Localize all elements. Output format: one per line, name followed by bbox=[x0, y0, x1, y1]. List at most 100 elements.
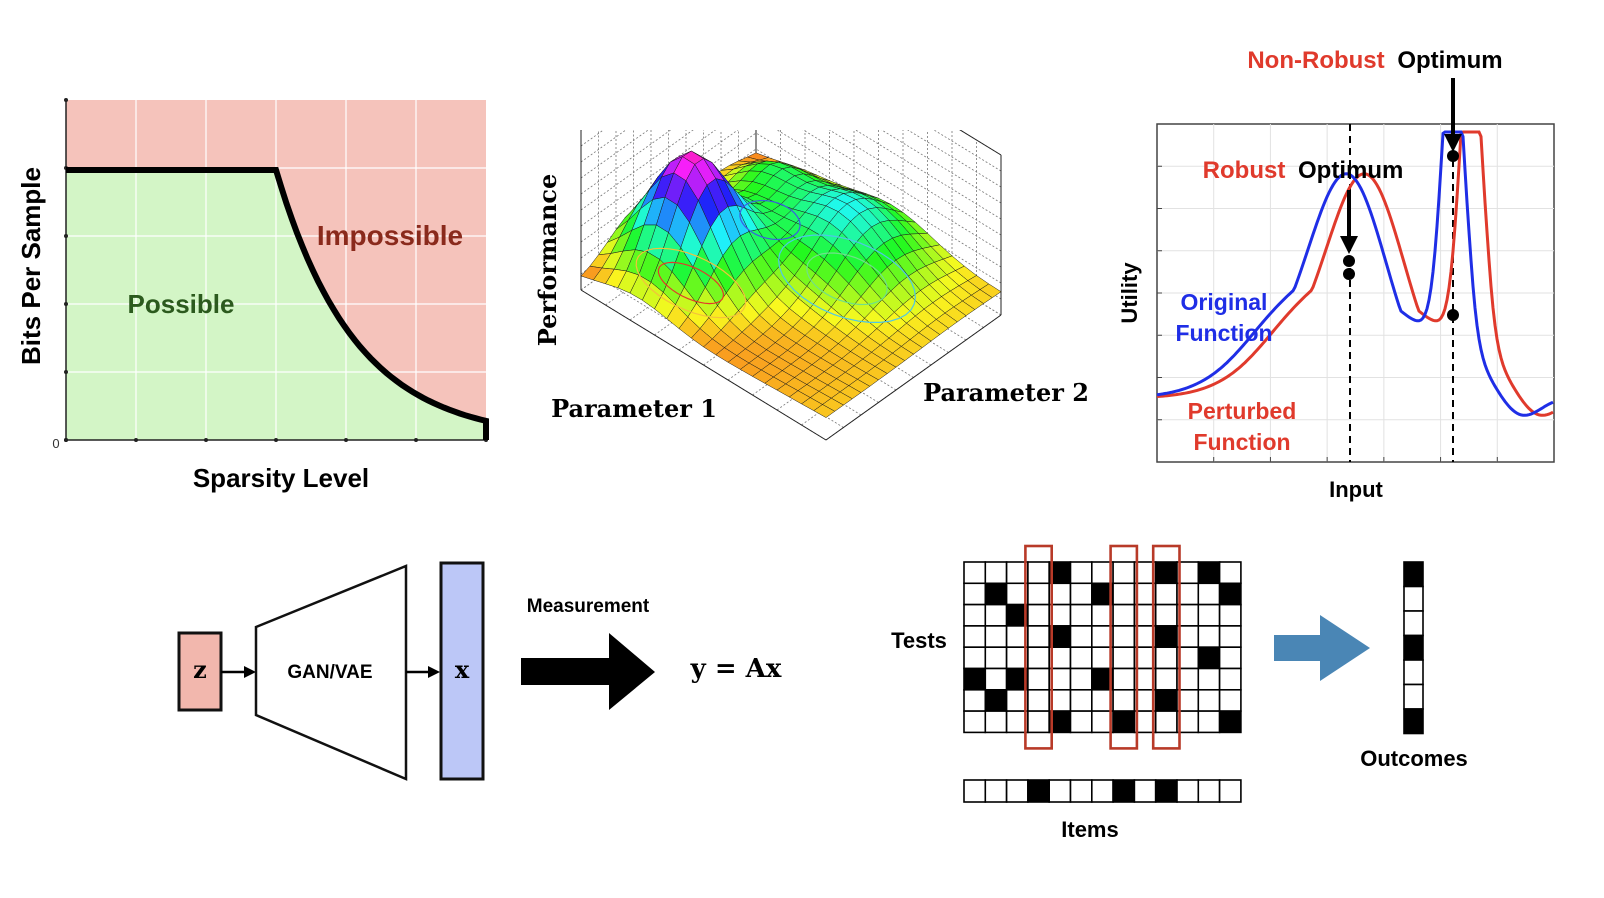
item-cell bbox=[1027, 779, 1051, 803]
test-matrix-cell bbox=[1112, 710, 1136, 734]
test-matrix-cell bbox=[984, 603, 1008, 627]
test-matrix-cell bbox=[1027, 625, 1051, 649]
x-tick bbox=[344, 438, 348, 442]
performance-label: Performance bbox=[533, 174, 562, 347]
outcome-cell bbox=[1403, 659, 1424, 686]
contour-line bbox=[739, 199, 801, 241]
test-matrix-cell bbox=[1112, 667, 1136, 691]
item-cell bbox=[984, 779, 1008, 803]
item-cell bbox=[1048, 779, 1072, 803]
item-cell bbox=[1176, 779, 1200, 803]
highlighted-column bbox=[1151, 544, 1181, 750]
test-matrix-cell bbox=[963, 625, 987, 649]
outcome-cell bbox=[1403, 683, 1424, 710]
x-box bbox=[439, 561, 485, 781]
nonrobust-word: Non-Robust bbox=[1247, 47, 1384, 74]
x-tick bbox=[204, 438, 208, 442]
test-matrix-cell bbox=[1218, 688, 1242, 712]
test-matrix-cell bbox=[1218, 582, 1242, 606]
tests-label: Tests bbox=[891, 628, 947, 653]
x-tick bbox=[274, 438, 278, 442]
test-matrix-cell bbox=[963, 582, 987, 606]
robust-peak-dot bbox=[1343, 255, 1355, 267]
test-matrix-cell bbox=[963, 561, 987, 585]
test-matrix-cell bbox=[984, 710, 1008, 734]
item-cell bbox=[963, 779, 987, 803]
test-matrix-cell bbox=[1069, 582, 1093, 606]
test-matrix-cell bbox=[1154, 667, 1178, 691]
test-matrix-cell bbox=[1154, 582, 1178, 606]
test-matrix-cell bbox=[984, 688, 1008, 712]
items-label: Items bbox=[1061, 817, 1118, 842]
bits-per-sample-label: Bits Per Sample bbox=[16, 167, 46, 365]
svg-text:Non-Robust Optimum: Non-Robust Optimum bbox=[1247, 47, 1502, 74]
test-matrix-cell bbox=[1027, 710, 1051, 734]
x-label: x bbox=[455, 655, 470, 684]
test-matrix-cell bbox=[984, 667, 1008, 691]
test-matrix-cell bbox=[984, 561, 1008, 585]
contour-line bbox=[777, 234, 917, 323]
parameter-1-label: Parameter 1 bbox=[551, 394, 717, 423]
measurement-arrow bbox=[521, 633, 655, 710]
items-vector bbox=[963, 779, 1242, 803]
item-cell bbox=[1069, 779, 1093, 803]
item-cell bbox=[1197, 779, 1221, 803]
test-matrix-cell bbox=[1027, 561, 1051, 585]
test-matrix-cell bbox=[1112, 688, 1136, 712]
test-matrix-cell bbox=[1069, 646, 1093, 670]
highlighted-column bbox=[1109, 544, 1139, 750]
defective-column-highlights bbox=[1024, 544, 1181, 750]
contour-line bbox=[657, 261, 725, 305]
outcome-cell bbox=[1403, 610, 1424, 637]
y-tick bbox=[64, 370, 68, 374]
test-matrix-cell bbox=[1218, 710, 1242, 734]
surface-bounding-box bbox=[580, 130, 1002, 441]
surface-plot: Performance Parameter 1 Parameter 2 bbox=[533, 130, 1089, 441]
robust-optimum-word: Optimum bbox=[1298, 157, 1403, 184]
original-function-curve bbox=[1156, 130, 1554, 417]
svg-text:Robust Optimum: Robust Optimum bbox=[1203, 157, 1404, 184]
test-matrix-cell bbox=[1218, 667, 1242, 691]
test-matrix-cell bbox=[1197, 561, 1221, 585]
original-function-line1: Original bbox=[1181, 289, 1268, 315]
surface-mesh bbox=[580, 150, 1002, 418]
test-matrix-cell bbox=[1218, 625, 1242, 649]
item-cell bbox=[1133, 779, 1157, 803]
generative-model-diagram: z GAN/VAE x Measurement y = Ax bbox=[177, 561, 782, 781]
z-to-model-arrow bbox=[221, 666, 256, 678]
test-matrix-cell bbox=[1069, 561, 1093, 585]
test-matrix-cell bbox=[1154, 625, 1178, 649]
test-matrix-cell bbox=[1112, 625, 1136, 649]
robust-optimum-plot: Non-Robust Optimum Robust Optimum Origin… bbox=[1117, 47, 1555, 502]
test-matrix-cell bbox=[1027, 582, 1051, 606]
test-matrix-cell bbox=[1069, 625, 1093, 649]
test-matrix-cell bbox=[1197, 710, 1221, 734]
test-matrix-cell bbox=[1112, 561, 1136, 585]
sparsity-boundary-curve bbox=[66, 167, 489, 440]
contour-line bbox=[806, 252, 888, 306]
z-label: z bbox=[193, 655, 207, 684]
robust-arrow bbox=[1340, 190, 1358, 254]
test-matrix-cell bbox=[1197, 688, 1221, 712]
perturbed-function-line1: Perturbed bbox=[1188, 398, 1297, 424]
test-matrix-cell bbox=[1197, 582, 1221, 606]
nonrobust-peak-dot bbox=[1447, 150, 1459, 162]
parameter-2-label: Parameter 2 bbox=[923, 378, 1089, 407]
impossible-label: Impossible bbox=[317, 220, 463, 251]
test-matrix-cell bbox=[963, 710, 987, 734]
test-matrix-cell bbox=[984, 625, 1008, 649]
robust-word: Robust bbox=[1203, 157, 1286, 184]
test-matrix-cell bbox=[1197, 667, 1221, 691]
perturbed-function-line2: Function bbox=[1193, 429, 1290, 455]
possible-label: Possible bbox=[128, 289, 235, 319]
generator-trapezoid bbox=[254, 564, 408, 781]
test-matrix-cell bbox=[1112, 603, 1136, 627]
test-matrix-cell bbox=[1218, 646, 1242, 670]
outcome-cell bbox=[1403, 585, 1424, 612]
outcome-cell bbox=[1403, 561, 1424, 588]
sparsity-level-label: Sparsity Level bbox=[193, 463, 369, 493]
sparsity-plot: Impossible Possible Bits Per Sample Spar… bbox=[16, 98, 489, 493]
test-matrix bbox=[963, 561, 1242, 734]
test-matrix-cell bbox=[1069, 603, 1093, 627]
test-matrix-cell bbox=[963, 688, 987, 712]
